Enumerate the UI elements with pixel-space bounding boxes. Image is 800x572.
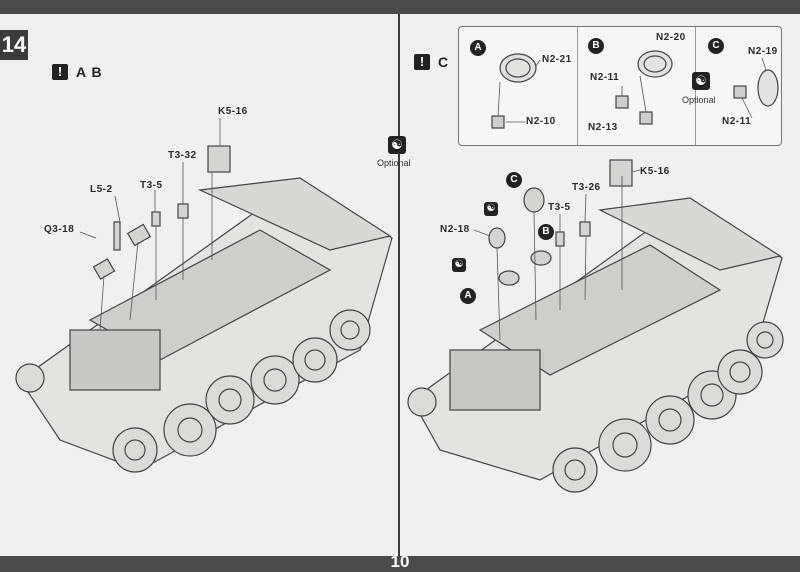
part-label-k5-16: K5-16 [218, 106, 248, 117]
part-label-t3-5: T3-5 [140, 180, 163, 191]
step-number: 14 [0, 30, 28, 60]
part-label-t3-5-right: T3-5 [548, 202, 571, 213]
callout-badge-a: A [470, 40, 486, 56]
step-reference-c: C [438, 54, 450, 70]
part-label-t3-26: T3-26 [572, 182, 601, 193]
assembly-badge-b: B [538, 224, 554, 240]
step-reference-ab: A B [76, 64, 103, 80]
page-bottom-band [0, 556, 800, 572]
yin-yang-icon-n2-18-option: ☯ [452, 258, 466, 272]
part-label-n2-19: N2-19 [748, 46, 778, 57]
assembly-badge-a: A [460, 288, 476, 304]
assembly-badge-c: C [506, 172, 522, 188]
part-label-n2-11-b: N2-11 [590, 72, 620, 83]
optional-label: Optional [377, 158, 411, 168]
callout-badge-b: B [588, 38, 604, 54]
attention-icon-right: ! [414, 54, 430, 70]
yin-yang-icon-c-option: ☯ [484, 202, 498, 216]
attention-icon: ! [52, 64, 68, 80]
part-label-n2-21: N2-21 [542, 54, 572, 65]
part-label-n2-18: N2-18 [440, 224, 470, 235]
part-label-k5-16-right: K5-16 [640, 166, 670, 177]
yin-yang-icon: ☯ [388, 136, 406, 154]
part-label-t3-32: T3-32 [168, 150, 197, 161]
part-label-q3-18: Q3-18 [44, 224, 75, 235]
page-divider [398, 14, 400, 556]
callout-badge-c: C [708, 38, 724, 54]
page-top-band [0, 0, 800, 14]
optional-label-callout: Optional [682, 95, 716, 105]
callout-divider-1 [577, 27, 578, 145]
part-label-n2-10: N2-10 [526, 116, 556, 127]
part-label-n2-13: N2-13 [588, 122, 618, 133]
yin-yang-icon-callout: ☯ [692, 72, 710, 90]
part-label-n2-11-c: N2-11 [722, 116, 752, 127]
part-label-l5-2: L5-2 [90, 184, 113, 195]
page-number: 10 [390, 552, 410, 571]
part-label-n2-20: N2-20 [656, 32, 686, 43]
